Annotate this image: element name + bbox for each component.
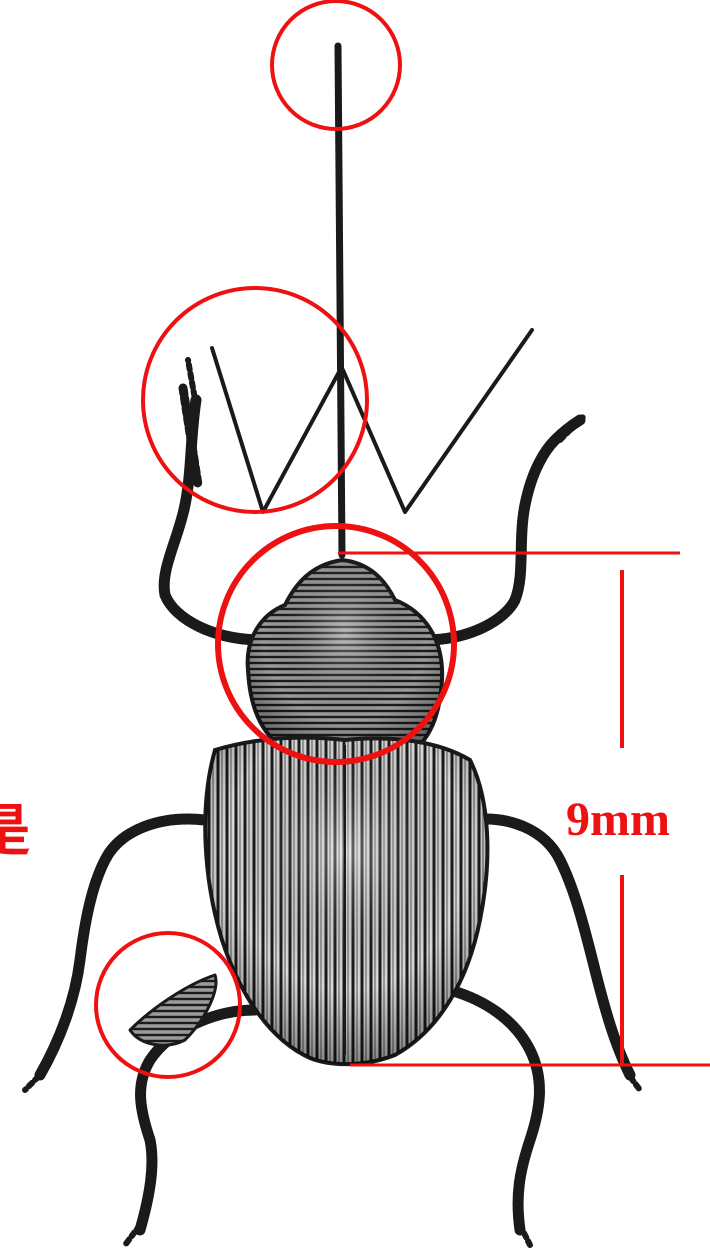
right-middle-leg — [470, 819, 630, 1075]
edge-glyph: 是 — [0, 801, 30, 863]
hind-femur-fragment — [130, 975, 216, 1045]
highlight-circle-antennae — [143, 288, 367, 512]
right-antenna — [343, 330, 532, 512]
left-front-leg — [164, 400, 262, 640]
rostrum — [338, 46, 342, 555]
right-hind-leg — [450, 990, 539, 1230]
left-antenna — [212, 348, 339, 512]
length-measurement-label: 9mm — [566, 793, 670, 846]
